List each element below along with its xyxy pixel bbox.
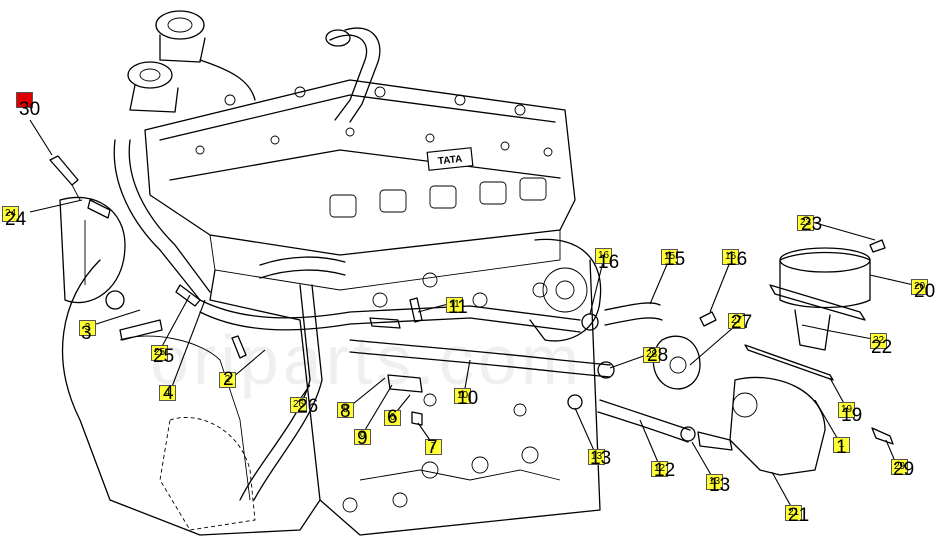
engine-block [62,259,601,536]
callout-tag[interactable]: 13 [706,474,723,490]
callout-tag[interactable]: 21 [785,505,802,521]
callout-number: 13 [590,448,612,469]
callout-number: 6 [387,407,398,428]
callout-number: 9 [357,428,368,449]
callout-number: 15 [664,249,686,270]
callout-tag[interactable]: 13 [588,449,605,465]
callout-number: 21 [788,505,810,526]
egr-pipe [325,27,381,123]
brand-plate: TATA [426,147,474,171]
callout-number: 11 [448,297,468,318]
callout-number: 20 [914,281,936,302]
callout-number: 3 [81,323,92,344]
callout-tag[interactable]: 10 [454,388,471,404]
callout-tag[interactable]: 19 [838,402,855,418]
hoses [597,302,733,451]
callout-number: 12 [654,460,676,481]
callout-number: 16 [598,252,620,273]
leader-lines [29,119,919,511]
coolant-pipe-main [113,139,611,501]
callout-tag[interactable]: 4 [159,385,176,401]
thermostat-housing-left [49,155,126,304]
callout-tag[interactable]: 12 [651,461,668,477]
callout-tag[interactable]: 9 [354,429,371,445]
callout-number: 28 [647,345,669,366]
callout-tag[interactable]: 27 [728,313,745,329]
callout-number: 26 [297,396,319,417]
callout-tag[interactable]: 6 [384,410,401,426]
callout-number: 13 [709,475,731,496]
callout-number: 30 [19,99,41,120]
callout-tag[interactable]: 7 [425,439,442,455]
egr-valve [127,10,256,113]
callout-number: 22 [871,337,893,358]
callout-tag[interactable]: 8 [337,402,354,418]
callout-tag[interactable]: 16 [595,248,612,264]
callout-tag[interactable]: 24 [2,206,19,222]
callout-tag[interactable]: 1 [833,437,850,453]
callout-number: 27 [731,312,753,333]
callout-number: 25 [153,346,175,367]
callout-tag[interactable]: 2 [219,372,236,388]
callout-number: 16 [726,249,748,270]
callout-tag[interactable]: 23 [797,215,814,231]
callout-tag[interactable]: 15 [661,249,678,265]
watermark: oriparts.com [150,321,584,399]
callout-number: 29 [893,459,915,480]
callout-tag[interactable]: 3 [79,320,96,336]
callout-number: 19 [841,405,863,426]
callout-tag[interactable]: 22 [870,333,887,349]
callout-number: 4 [163,383,174,404]
callout-number: 1 [836,437,847,458]
callout-tag[interactable]: 20 [911,279,928,295]
callout-number: 10 [457,388,479,409]
callout-tag[interactable]: 25 [151,345,168,361]
callout-number: 23 [801,214,823,235]
callout-tag[interactable]: 11 [446,297,463,313]
brand-plate-text: TATA [437,154,462,167]
callout-tag[interactable]: 28 [643,347,660,363]
callout-number: 7 [427,437,438,458]
water-pump [529,238,602,342]
callout-number: 8 [340,401,351,422]
callout-tag[interactable]: 16 [722,249,739,265]
callout-tag[interactable] [16,92,33,108]
callout-number: 2 [223,369,234,390]
cylinder-head: TATA [144,79,576,291]
callout-tag[interactable]: 26 [290,397,307,413]
callout-tag[interactable]: 29 [891,459,908,475]
callout-number: 24 [5,209,27,230]
thermostat-assembly [729,239,894,476]
